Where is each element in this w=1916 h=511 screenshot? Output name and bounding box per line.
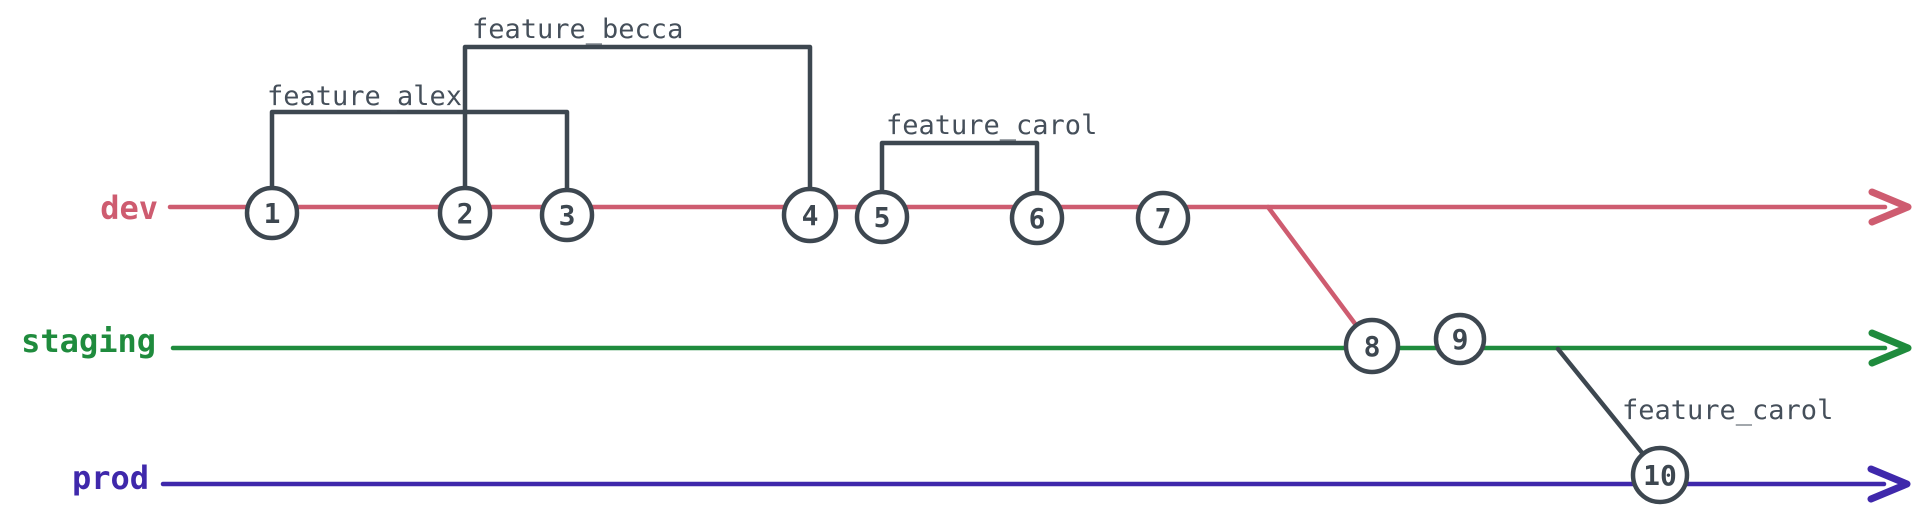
commit-2: 2 xyxy=(437,185,493,241)
feature-label-feature_alex: feature_alex xyxy=(267,81,462,112)
merge-staging-to-prod xyxy=(1555,346,1646,457)
commit-3: 3 xyxy=(539,187,595,243)
commit-number-7: 7 xyxy=(1155,202,1172,235)
feature-label-feature_carol: feature_carol xyxy=(886,110,1097,141)
commit-number-4: 4 xyxy=(802,199,819,232)
commit-number-3: 3 xyxy=(559,199,576,232)
commit-1: 1 xyxy=(244,185,300,241)
feature-bracket-feature_becca xyxy=(462,44,813,190)
commit-number-5: 5 xyxy=(874,201,891,234)
commit-number-10: 10 xyxy=(1643,459,1677,492)
branch-label-staging: staging xyxy=(21,322,156,360)
commit-circle-3 xyxy=(539,187,595,243)
commit-circle-1 xyxy=(244,185,300,241)
commit-circle-8 xyxy=(1343,317,1401,375)
arrowhead-dev-icon xyxy=(1868,188,1912,226)
commit-circle-2 xyxy=(437,185,493,241)
commit-10: 10 xyxy=(1630,445,1690,505)
commit-8: 8 xyxy=(1343,317,1401,375)
feature-brackets-layer xyxy=(269,44,1040,194)
commit-circle-10 xyxy=(1630,445,1690,505)
branch-staging xyxy=(170,329,1912,367)
commit-number-2: 2 xyxy=(457,197,474,230)
merge-dev-to-staging xyxy=(1265,204,1359,328)
commit-circle-4 xyxy=(781,186,839,244)
commit-4: 4 xyxy=(781,186,839,244)
branch-label-prod: prod xyxy=(72,459,149,497)
branch-label-dev: dev xyxy=(100,189,158,227)
commit-7: 7 xyxy=(1135,190,1191,246)
commit-number-1: 1 xyxy=(264,197,281,230)
commit-number-8: 8 xyxy=(1364,330,1381,363)
commit-circle-5 xyxy=(854,189,910,245)
link-label-feature-carol: feature_carol xyxy=(1622,395,1833,426)
branch-prod xyxy=(160,465,1911,503)
commits-layer: 1 2 3 4 5 6 7 8 9 10 xyxy=(244,185,1690,505)
commit-number-9: 9 xyxy=(1452,323,1469,356)
arrowhead-prod-icon xyxy=(1867,465,1911,503)
commit-circle-6 xyxy=(1009,190,1065,246)
commit-number-6: 6 xyxy=(1029,202,1046,235)
commit-circle-9 xyxy=(1433,312,1487,366)
labels-layer: dev staging prod feature_alex feature_beccaf… xyxy=(21,14,1833,497)
commit-6: 6 xyxy=(1009,190,1065,246)
commit-5: 5 xyxy=(854,189,910,245)
commit-9: 9 xyxy=(1433,312,1487,366)
feature-label-feature_becca: feature_becca xyxy=(472,14,683,45)
arrowhead-staging-icon xyxy=(1868,329,1912,367)
feature-bracket-feature_carol xyxy=(879,140,1040,194)
commit-circle-7 xyxy=(1135,190,1191,246)
feature-bracket-feature_alex xyxy=(269,109,570,191)
merge-links-layer xyxy=(1265,204,1646,457)
